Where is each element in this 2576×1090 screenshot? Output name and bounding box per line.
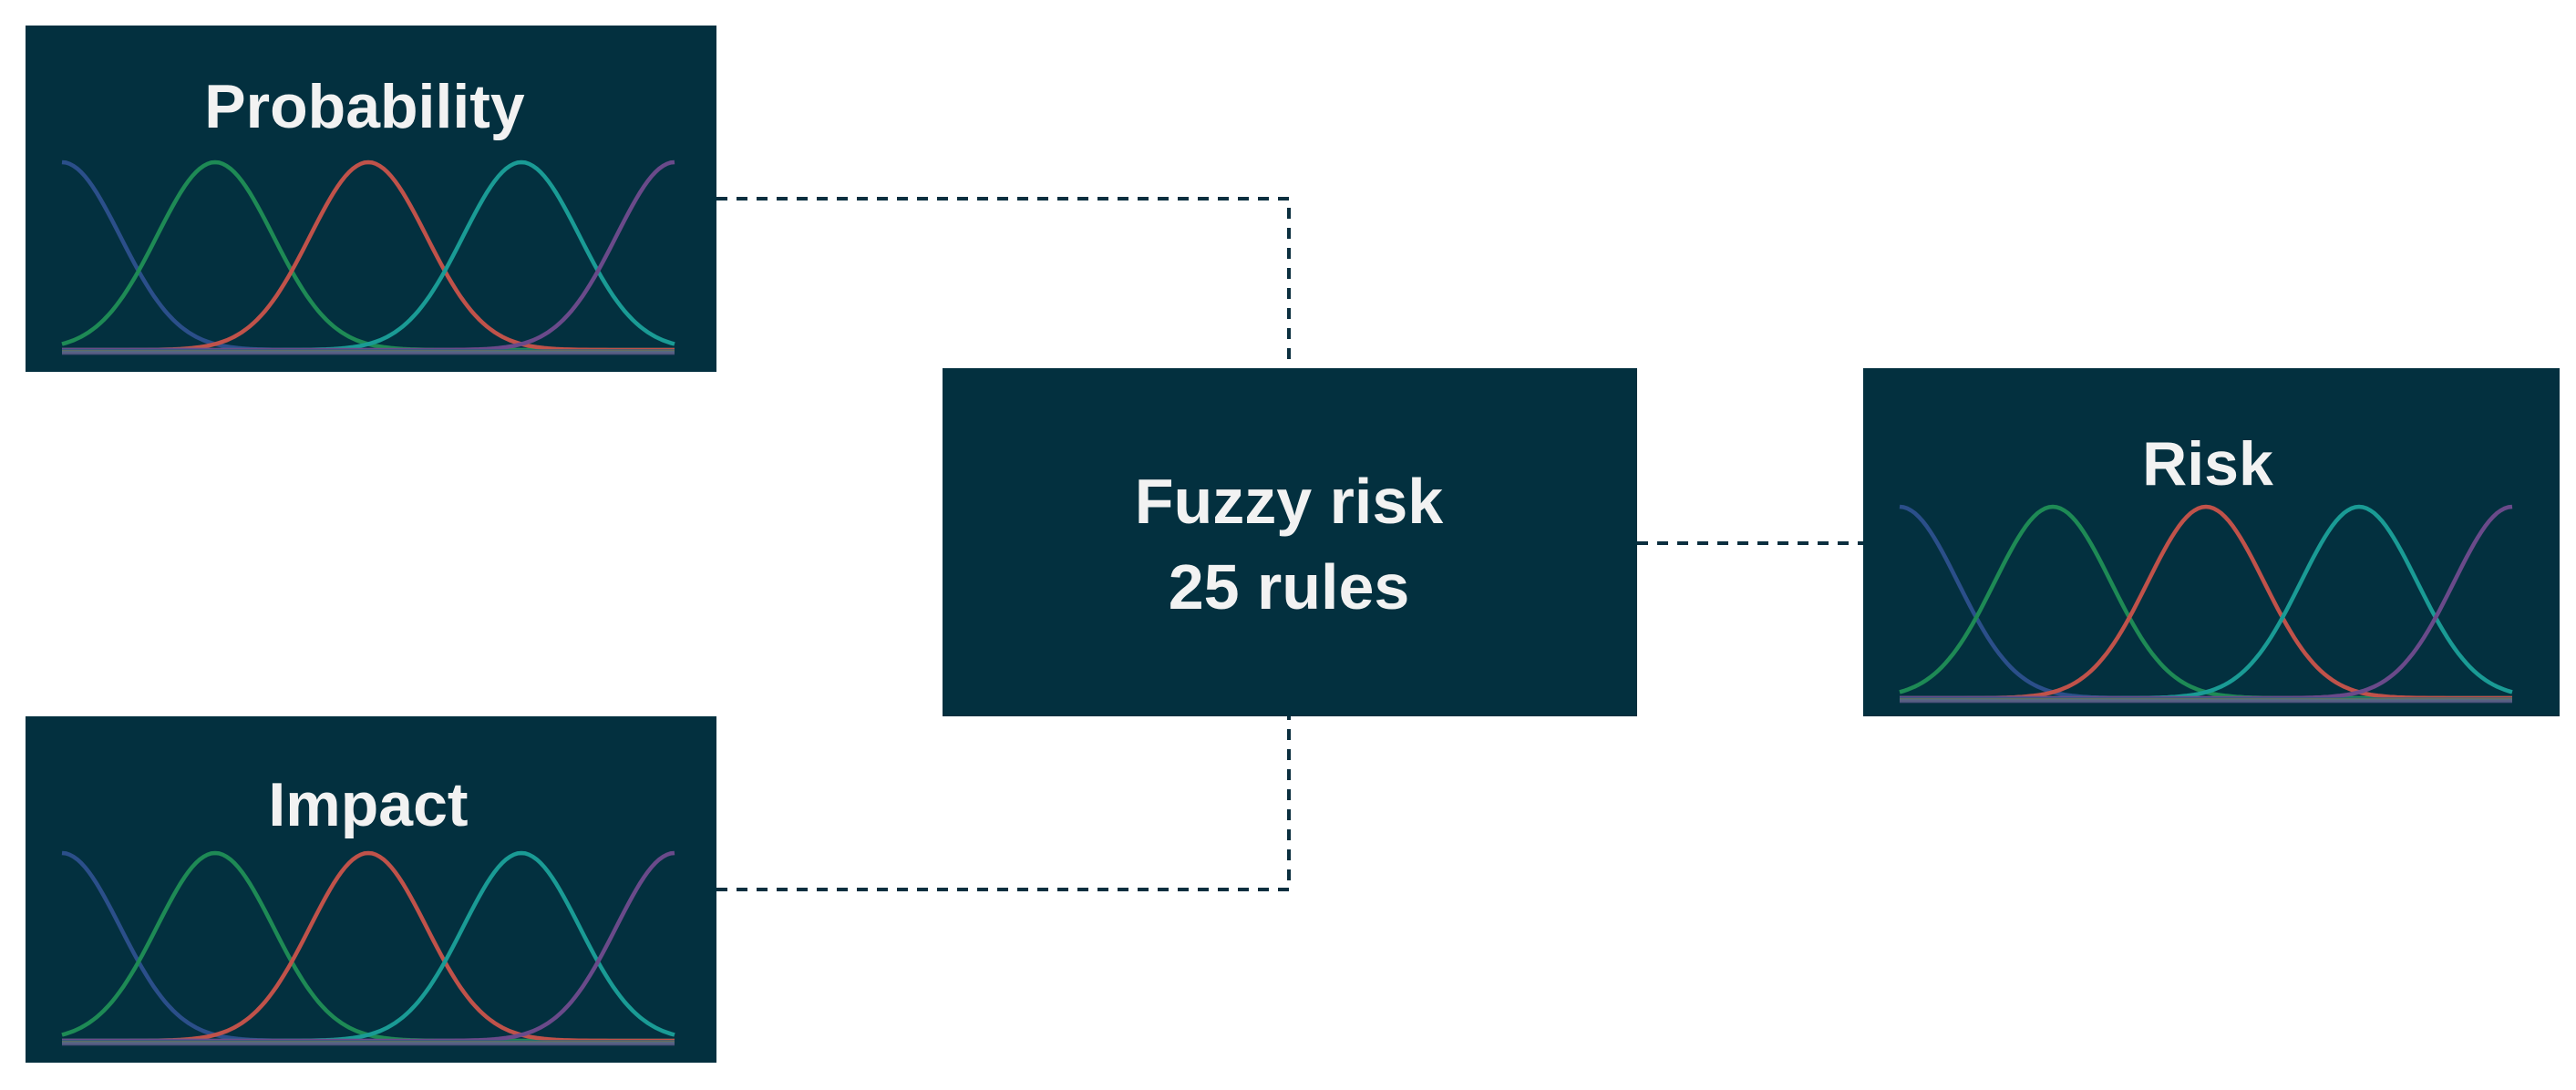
node-risk-label: Risk <box>2142 429 2273 499</box>
node-fuzzy-risk-line2: 25 rules <box>1169 551 1410 622</box>
node-risk-box <box>1863 368 2560 716</box>
node-fuzzy-risk-line1: Fuzzy risk <box>1135 466 1444 537</box>
node-fuzzy-risk-box <box>943 368 1637 716</box>
node-probability-membership-functions <box>61 159 675 355</box>
node-probability-box <box>26 26 716 372</box>
node-risk-membership-functions <box>1899 504 2513 704</box>
node-impact-membership-functions <box>61 850 675 1046</box>
edge-impact-to-fuzzy <box>716 716 1291 891</box>
edge-probability-to-fuzzy <box>716 197 1291 368</box>
node-fuzzy-risk: Fuzzy risk 25 rules <box>943 368 1637 716</box>
node-risk: Risk <box>1863 368 2560 716</box>
node-impact-box <box>26 716 716 1063</box>
node-impact: Impact <box>26 716 716 1063</box>
node-impact-label: Impact <box>268 770 468 839</box>
node-probability-label: Probability <box>204 72 525 141</box>
node-probability: Probability <box>26 26 716 372</box>
